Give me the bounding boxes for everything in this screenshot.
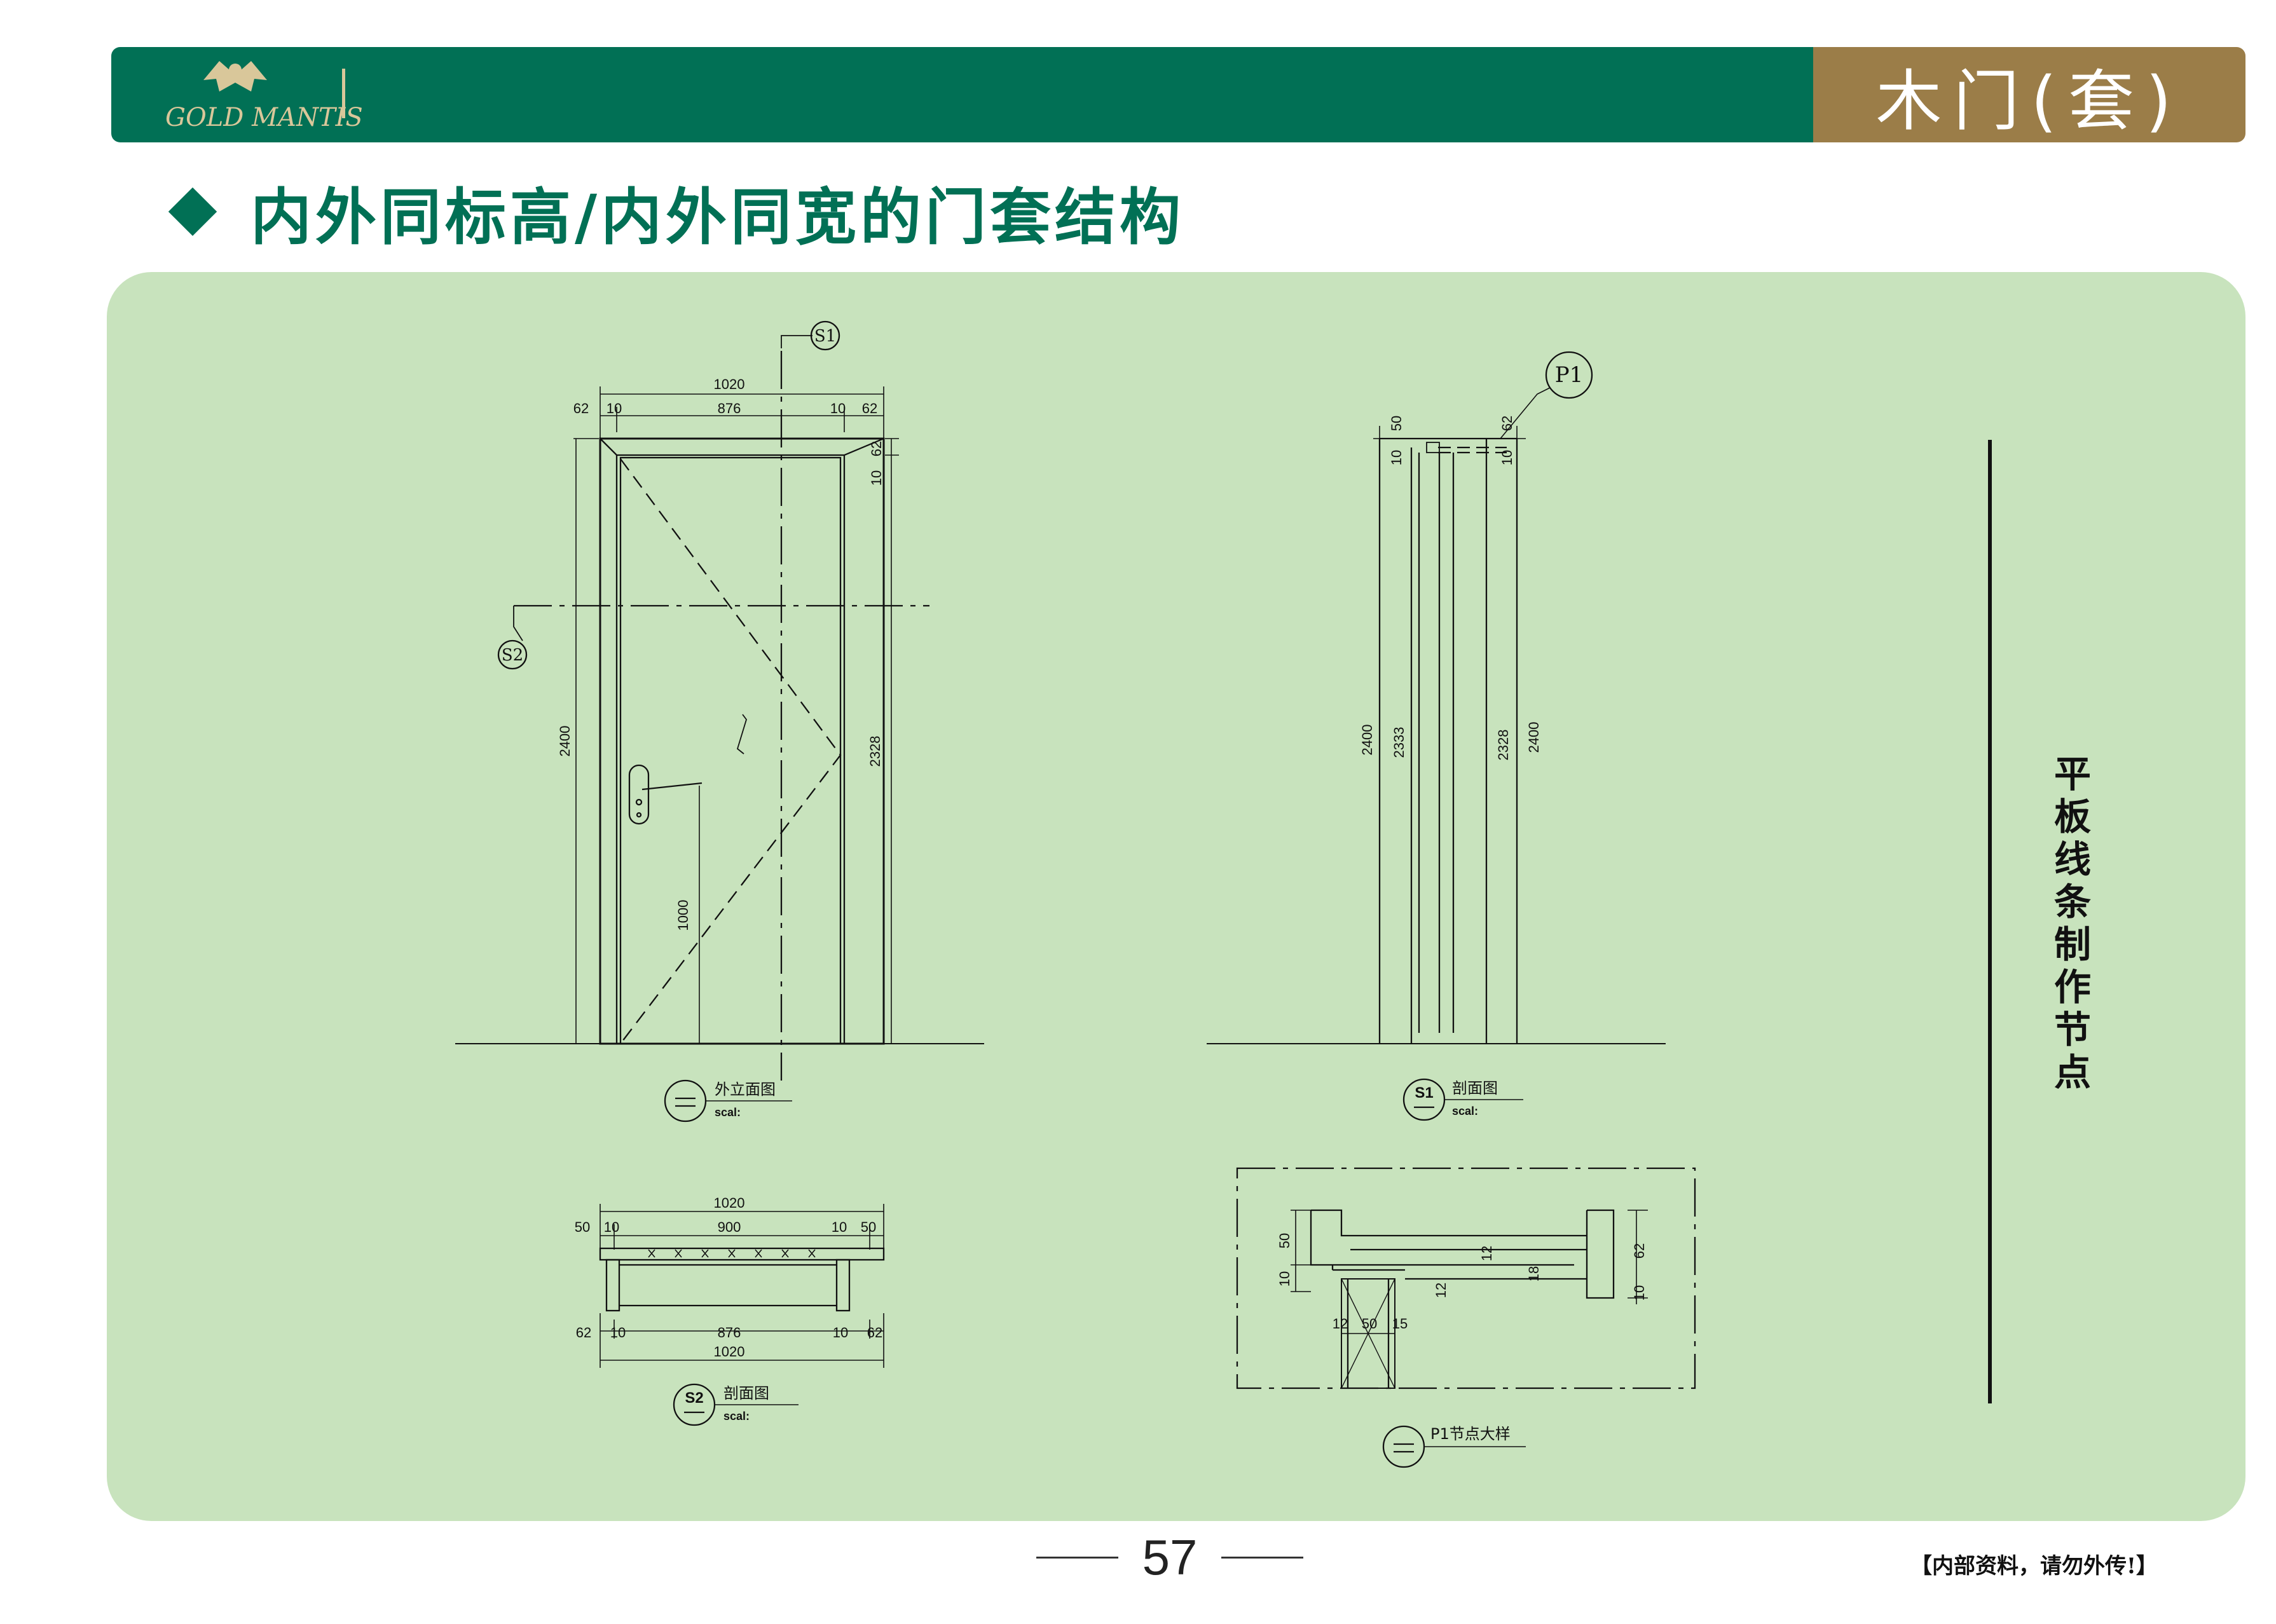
- s2-caption-title: 剖面图: [723, 1384, 769, 1402]
- dim-right-62: 62: [868, 441, 884, 456]
- vertical-caption: 平 板 线 条 制 作 节 点: [2044, 753, 2101, 1096]
- s1-dim-2400a: 2400: [1359, 725, 1375, 756]
- p1-dim-15: 15: [1392, 1316, 1408, 1332]
- brand-logo: GOLD MANTIS: [165, 61, 362, 132]
- category-label: 木门(套): [1875, 62, 2183, 140]
- p1-dim-50b: 50: [1362, 1316, 1377, 1332]
- marker-s2: S2: [502, 646, 523, 665]
- s2-bottom-gap-right: 10: [833, 1325, 848, 1341]
- section-s2-caption: S2 剖面图 scal:: [673, 1383, 799, 1426]
- p1-dim-10: 10: [1277, 1271, 1292, 1286]
- s2-bottom-gap-left: 10: [610, 1325, 626, 1341]
- p1-dim-12a: 12: [1479, 1246, 1495, 1261]
- vertical-caption-char: 平: [2053, 753, 2091, 796]
- page-rule-right: [1221, 1556, 1303, 1559]
- dim-left-2400: 2400: [557, 726, 573, 757]
- s1-dim-2333: 2333: [1391, 727, 1407, 758]
- dim-gap-left: 10: [607, 400, 622, 416]
- dim-handle-height: 1000: [675, 900, 691, 931]
- p1-dim-62: 62: [1631, 1243, 1647, 1259]
- vertical-caption-char: 制: [2053, 923, 2091, 966]
- s1-caption-scale: scal:: [1452, 1105, 1478, 1117]
- dim-right-10: 10: [868, 470, 884, 486]
- vertical-caption-char: 节: [2053, 1008, 2091, 1051]
- drawing-panel: [107, 272, 2245, 1521]
- section-s2: 1020 50 10 900 10 50 62: [575, 1195, 885, 1426]
- mantis-icon: [203, 61, 267, 92]
- confidential-notice: 【内部资料，请勿外传!】: [1910, 1553, 2158, 1579]
- dim-gap-right: 10: [830, 400, 846, 416]
- s2-caption-scale: scal:: [723, 1410, 750, 1423]
- s1-caption-title: 剖面图: [1452, 1079, 1498, 1097]
- vertical-caption-char: 作: [2053, 966, 2091, 1009]
- s2-top-gap-left: 10: [604, 1219, 619, 1235]
- marker-p1: P1: [1555, 362, 1584, 388]
- elevation-caption: 外立面图 scal:: [664, 1079, 792, 1122]
- page-number: 57: [1036, 1525, 1303, 1589]
- s2-bottom-leaf: 876: [718, 1325, 741, 1341]
- plan-cross-ticks: [648, 1249, 816, 1258]
- p1-caption-title: P1节点大样: [1430, 1425, 1511, 1443]
- door-handle-icon: [628, 764, 703, 825]
- brand-wordmark: GOLD MANTIS: [165, 103, 362, 132]
- vertical-caption-char: 条: [2053, 880, 2091, 924]
- s2-top-leaf: 900: [718, 1219, 741, 1235]
- s2-bottom-overall: 1020: [714, 1344, 745, 1360]
- p1-dim-50: 50: [1277, 1233, 1292, 1248]
- elevation-caption-title: 外立面图: [715, 1081, 776, 1098]
- dim-jamb-right: 62: [862, 400, 877, 416]
- s2-top-jamb-right: 50: [861, 1219, 876, 1235]
- s2-top-overall: 1020: [714, 1195, 745, 1211]
- p1-dim-12c: 12: [1333, 1316, 1348, 1332]
- s1-dim-2328: 2328: [1495, 730, 1511, 761]
- s1-dim-50: 50: [1388, 416, 1404, 431]
- detail-p1-caption: P1节点大样: [1382, 1425, 1526, 1468]
- section-title: 内外同标高/内外同宽的门套结构: [167, 170, 1184, 253]
- dim-overall-width: 1020: [714, 376, 745, 392]
- elevation-caption-scale: scal:: [715, 1106, 741, 1119]
- detail-p1: 50 10 12 18 12 62 10 12 50 15 P1节点大样: [1236, 1167, 1696, 1468]
- section-s1: 10 50 62 10 2400 2333 2328 2400 P1 S1 剖面…: [1207, 351, 1666, 1121]
- s1-caption-tag: S1: [1415, 1084, 1433, 1102]
- vertical-caption-char: 点: [2053, 1051, 2091, 1094]
- page-number-text: 57: [1142, 1529, 1198, 1585]
- s1-dim-62: 62: [1499, 416, 1515, 431]
- category-tab: 木门(套): [1813, 47, 2245, 142]
- section-s1-caption: S1 剖面图 scal:: [1402, 1078, 1523, 1121]
- s2-top-jamb-left: 50: [575, 1219, 590, 1235]
- page-rule-left: [1036, 1556, 1118, 1559]
- dim-leaf-width: 876: [718, 400, 741, 416]
- dim-right-2328: 2328: [867, 736, 883, 767]
- s1-dim-2400b: 2400: [1526, 722, 1542, 753]
- dim-jamb-left: 62: [573, 400, 589, 416]
- p1-dim-12b: 12: [1433, 1283, 1449, 1298]
- logo-separator: [342, 69, 345, 118]
- s2-bottom-jamb-left: 62: [576, 1325, 591, 1341]
- vertical-caption-char: 板: [2053, 795, 2091, 838]
- s2-top-gap-right: 10: [832, 1219, 847, 1235]
- marker-s1: S1: [814, 327, 836, 346]
- p1-dim-18: 18: [1526, 1266, 1542, 1281]
- s2-bottom-jamb-right: 62: [867, 1325, 882, 1341]
- header-bar: [111, 47, 1813, 142]
- p1-dim-10b: 10: [1631, 1285, 1647, 1300]
- door-elevation: 1000 1020 62 10 876 10 62 62 10 2328 240…: [455, 320, 984, 1122]
- vertical-caption-char: 线: [2053, 838, 2091, 881]
- s1-dim-10: 10: [1388, 450, 1404, 465]
- s2-caption-tag: S2: [685, 1389, 703, 1407]
- section-title-text: 内外同标高/内外同宽的门套结构: [250, 181, 1185, 253]
- s1-dim-10b: 10: [1499, 450, 1515, 465]
